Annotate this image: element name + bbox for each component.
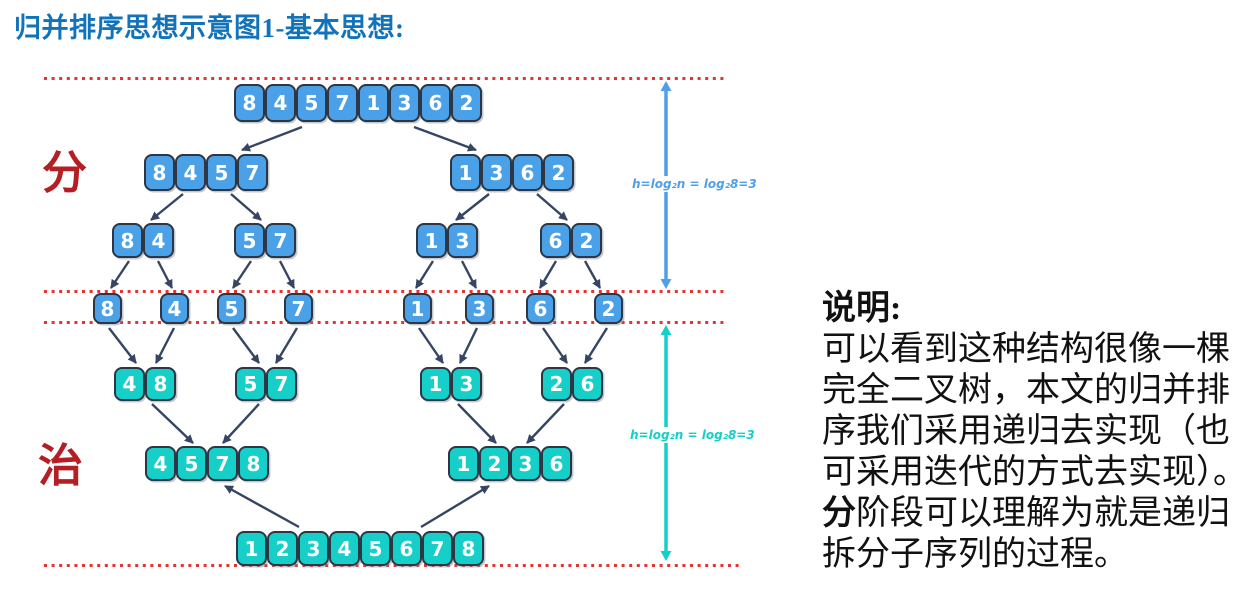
array-cell-level-7-sorted: 5 [360, 531, 391, 566]
array-cell-level-6-merged-halves: 7 [207, 446, 238, 481]
array-cell-level-6-merged-halves: 2 [479, 446, 510, 481]
array-cell-level-2-halves: 8 [144, 154, 175, 191]
array-cell-level-5-merged-pairs: 1 [420, 367, 451, 401]
array-cell-level-5-merged-pairs: 2 [541, 367, 572, 401]
note-line: 可采用迭代的方式去实现）。 [822, 454, 1246, 491]
array-cell-level-2-halves: 2 [543, 154, 574, 191]
array-cell-level-4-singles: 4 [160, 293, 189, 324]
array-cell-level-3-pairs: 8 [112, 223, 143, 258]
note-line: 序我们采用递归去实现（也 [822, 413, 1230, 450]
phase-label-conquer: 治 [38, 441, 84, 491]
array-cell-level-6-merged-halves: 8 [238, 446, 269, 481]
array-cell-level-6-merged-halves: 6 [541, 446, 572, 481]
height-annotation-divide: h=log₂n = log₂8=3 [629, 176, 760, 192]
array-cell-level-3-pairs: 5 [234, 223, 265, 258]
array-cell-level-4-singles: 5 [217, 293, 246, 324]
array-cell-level-4-singles: 7 [284, 293, 313, 324]
array-cell-level-5-merged-pairs: 6 [572, 367, 603, 401]
array-cell-level-2-halves: 7 [237, 154, 268, 191]
array-cell-level-2-halves: 1 [450, 154, 481, 191]
array-cell-level-1-full: 4 [265, 84, 296, 122]
note-line: 可以看到这种结构很像一棵 [822, 331, 1230, 368]
array-cell-level-2-halves: 3 [481, 154, 512, 191]
array-cell-level-4-singles: 6 [526, 293, 555, 324]
array-cell-level-6-merged-halves: 1 [448, 446, 479, 481]
array-cell-level-3-pairs: 3 [447, 223, 478, 258]
array-cell-level-7-sorted: 3 [298, 531, 329, 566]
height-annotation-conquer: h=log₂n = log₂8=3 [627, 427, 758, 443]
array-cell-level-3-pairs: 4 [143, 223, 174, 258]
array-cell-level-3-pairs: 2 [571, 223, 602, 258]
array-cell-level-6-merged-halves: 4 [145, 446, 176, 481]
array-cell-level-3-pairs: 1 [416, 223, 447, 258]
array-cell-level-4-singles: 2 [594, 293, 623, 324]
array-cell-level-5-merged-pairs: 8 [145, 367, 176, 401]
array-cell-level-7-sorted: 8 [453, 531, 484, 566]
array-cell-level-6-merged-halves: 5 [176, 446, 207, 481]
page-title: 归并排序思想示意图1-基本思想: [14, 13, 405, 43]
note-line: 完全二叉树，本文的归并排 [822, 372, 1230, 409]
note-panel: 说明: 可以看到这种结构很像一棵完全二叉树，本文的归并排序我们采用递归去实现（也… [822, 288, 1246, 575]
array-cell-level-3-pairs: 7 [265, 223, 296, 258]
array-cell-level-5-merged-pairs: 4 [114, 367, 145, 401]
array-cell-level-2-halves: 4 [175, 154, 206, 191]
note-line: 拆分子序列的过程。 [822, 536, 1128, 573]
array-cell-level-1-full: 6 [420, 84, 451, 122]
array-cell-level-7-sorted: 4 [329, 531, 360, 566]
array-cell-level-1-full: 8 [234, 84, 265, 122]
diagram-lines-layer [44, 77, 741, 567]
array-cell-level-1-full: 7 [327, 84, 358, 122]
array-cell-level-6-merged-halves: 3 [510, 446, 541, 481]
array-cell-level-5-merged-pairs: 7 [266, 367, 297, 401]
phase-label-divide: 分 [42, 148, 88, 198]
array-cell-level-7-sorted: 6 [391, 531, 422, 566]
array-cell-level-4-singles: 1 [403, 293, 432, 324]
note-line: 分阶段可以理解为就是递归 [822, 495, 1230, 532]
array-cell-level-7-sorted: 7 [422, 531, 453, 566]
array-cell-level-5-merged-pairs: 3 [451, 367, 482, 401]
note-heading: 说明: [822, 290, 902, 327]
array-cell-level-4-singles: 3 [465, 293, 494, 324]
array-cell-level-1-full: 2 [451, 84, 482, 122]
array-cell-level-7-sorted: 1 [236, 531, 267, 566]
array-cell-level-4-singles: 8 [93, 293, 122, 324]
array-cell-level-1-full: 5 [296, 84, 327, 122]
array-cell-level-1-full: 1 [358, 84, 389, 122]
array-cell-level-3-pairs: 6 [540, 223, 571, 258]
array-cell-level-1-full: 3 [389, 84, 420, 122]
array-cell-level-5-merged-pairs: 5 [235, 367, 266, 401]
array-cell-level-2-halves: 6 [512, 154, 543, 191]
array-cell-level-2-halves: 5 [206, 154, 237, 191]
array-cell-level-7-sorted: 2 [267, 531, 298, 566]
note-body: 可以看到这种结构很像一棵完全二叉树，本文的归并排序我们采用递归去实现（也可采用迭… [822, 329, 1246, 575]
